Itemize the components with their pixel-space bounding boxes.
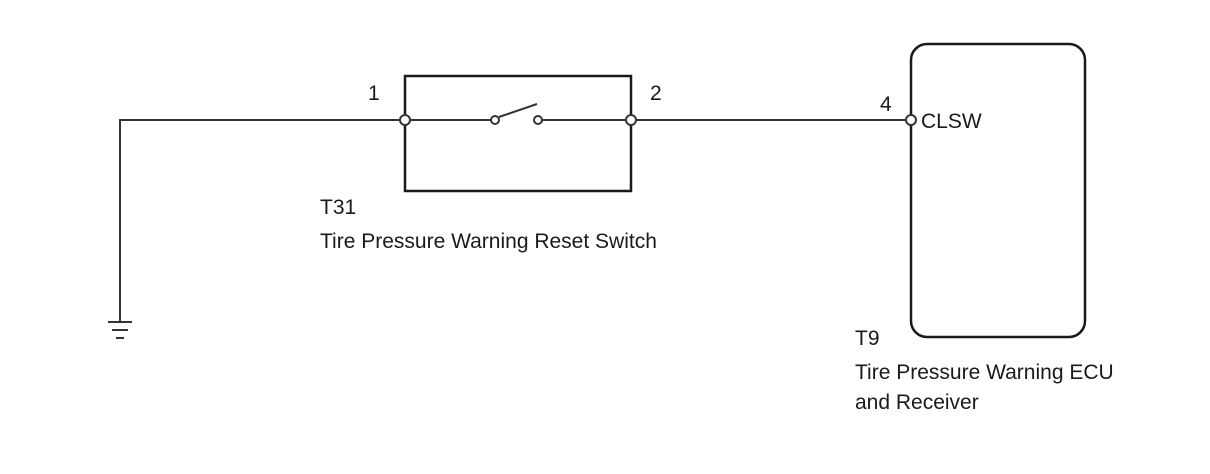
ecu-name-line2-label: and Receiver bbox=[855, 391, 979, 414]
ground-symbol-icon bbox=[108, 321, 132, 339]
ground-wire bbox=[119, 119, 404, 322]
ecu-terminal-4 bbox=[905, 114, 917, 126]
switch-terminal-2 bbox=[625, 114, 637, 126]
switch-pin-1-label: 1 bbox=[368, 82, 380, 105]
ecu-pin-4-label: 4 bbox=[880, 93, 892, 116]
switch-contact-left bbox=[490, 115, 500, 125]
switch-terminal-1 bbox=[399, 114, 411, 126]
switch-contact-blade bbox=[498, 103, 538, 118]
ecu-name-line1-label: Tire Pressure Warning ECU bbox=[855, 361, 1114, 384]
switch-pin-2-label: 2 bbox=[650, 82, 662, 105]
ecu-pin-signal-label: CLSW bbox=[921, 110, 982, 133]
switch-box bbox=[403, 74, 633, 193]
switch-name-label: Tire Pressure Warning Reset Switch bbox=[320, 230, 657, 253]
ecu-box bbox=[909, 42, 1087, 339]
switch-code-label: T31 bbox=[320, 196, 356, 219]
ecu-code-label: T9 bbox=[855, 327, 880, 350]
switch-contact-right bbox=[533, 115, 543, 125]
